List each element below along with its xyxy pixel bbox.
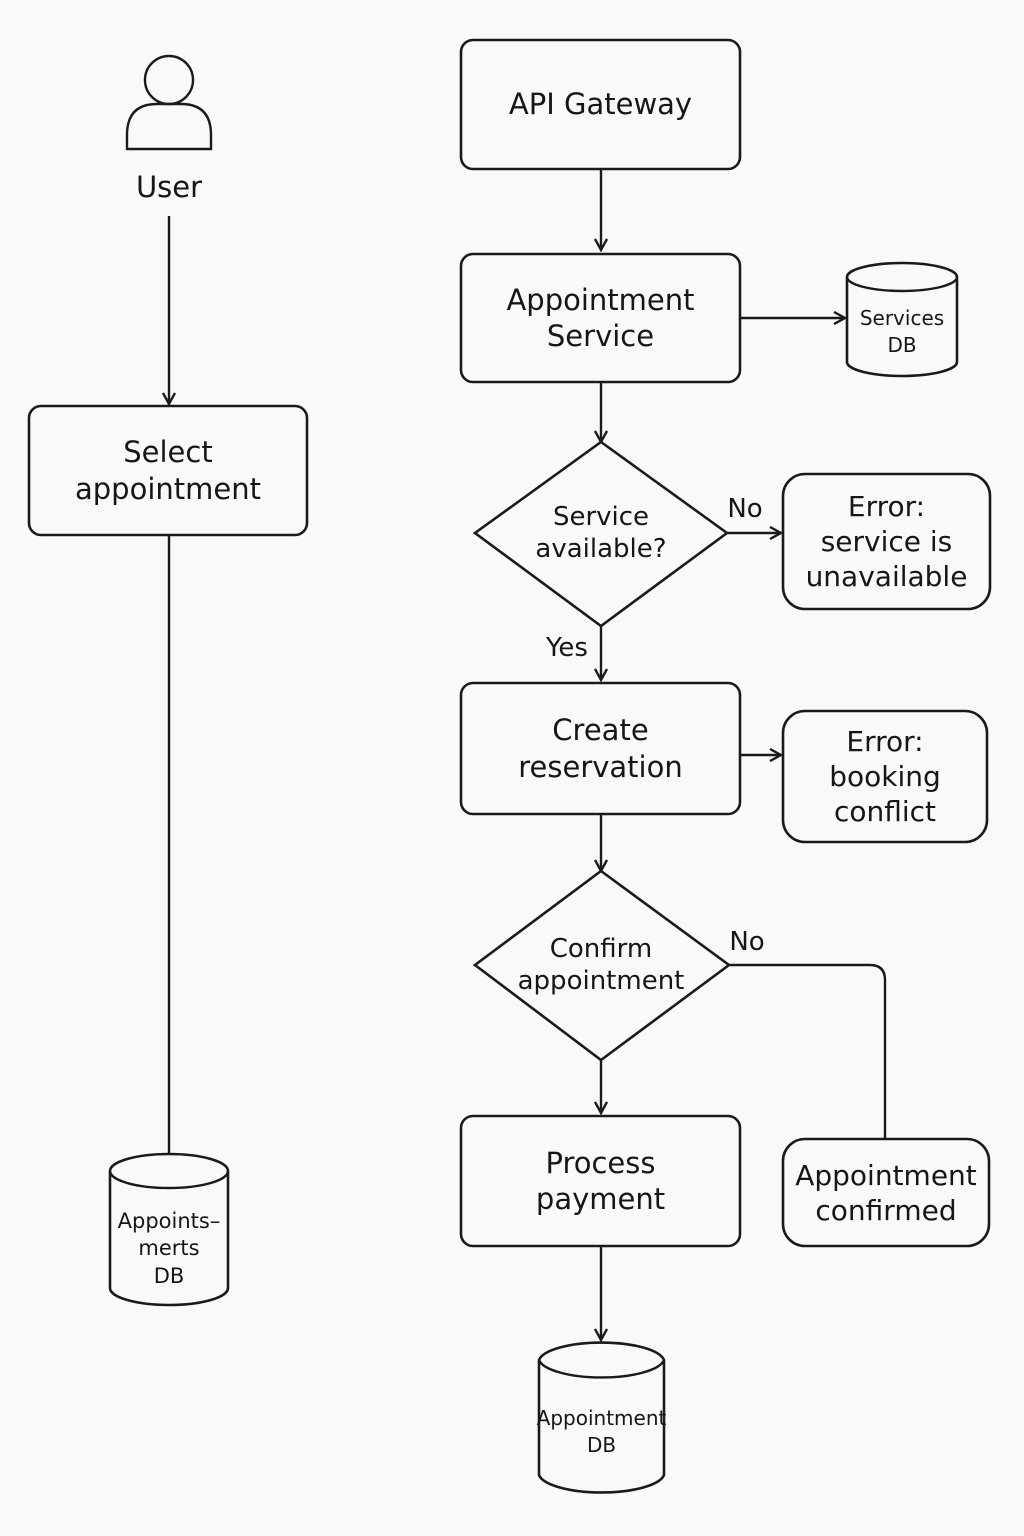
select-appointment-box — [27, 404, 309, 537]
service-available-yes-label: Yes — [546, 632, 588, 663]
select-appointment-label: Select appointment — [75, 435, 261, 506]
error-booking-conflict-box — [781, 709, 989, 844]
error-booking-conflict-label: Error: booking conflict — [829, 725, 941, 828]
create-reservation-label: Create reservation — [518, 713, 683, 784]
appointment-confirmed-label: Appointment confirmed — [795, 1158, 977, 1227]
edge-confirm-no-to-confirmed — [729, 963, 887, 1139]
appointment-service-box — [459, 252, 742, 384]
appointment-db-label: Appointment DB — [536, 1406, 667, 1457]
user-label: User — [135, 169, 203, 204]
error-service-unavailable-box — [781, 472, 992, 611]
api-gateway-label: API Gateway — [508, 87, 693, 122]
services-db-cylinder — [845, 261, 959, 378]
confirm-appointment-label: Confirm appointment — [517, 933, 685, 997]
service-available-label: Service available? — [535, 501, 667, 565]
appointment-confirmed-box — [781, 1137, 991, 1248]
process-payment-label: Process payment — [535, 1145, 666, 1216]
appointment-db-cylinder — [537, 1341, 666, 1494]
error-service-unavailable-label: Error: service is unavailable — [805, 490, 968, 593]
service-available-diamond — [472, 440, 730, 628]
api-gateway-box — [459, 38, 742, 171]
confirm-appointment-diamond — [472, 869, 732, 1062]
appointments-db-label: Appoints– merts DB — [117, 1209, 221, 1288]
create-reservation-box — [459, 681, 742, 816]
confirm-appointment-no-label: No — [729, 926, 765, 957]
process-payment-box — [459, 1114, 742, 1248]
user-icon — [125, 54, 213, 151]
service-available-no-label: No — [727, 493, 763, 524]
services-db-label: Services DB — [859, 306, 945, 357]
appointments-db-cylinder — [108, 1152, 230, 1307]
appointment-service-label: Appointment Service — [506, 282, 695, 353]
